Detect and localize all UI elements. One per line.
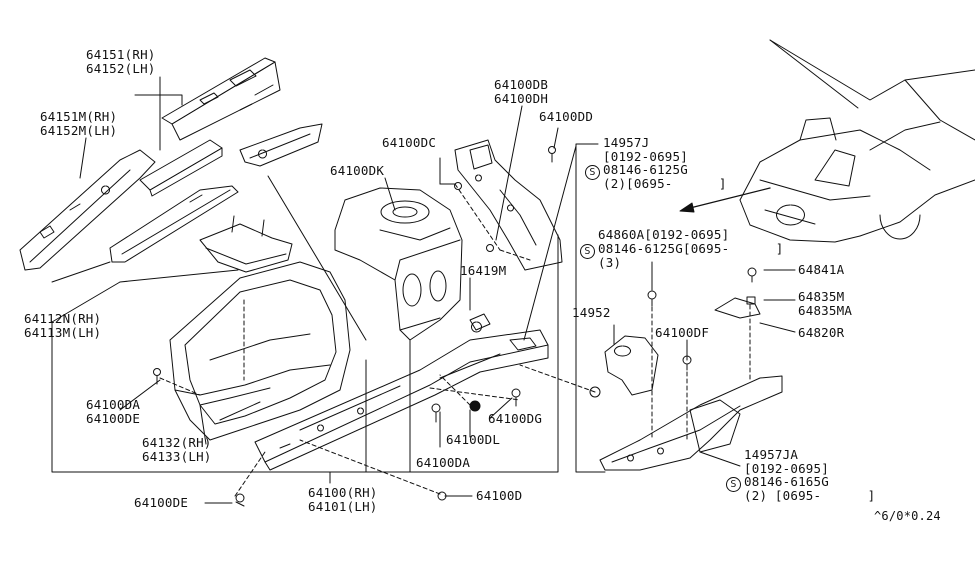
vehicle-illustration bbox=[739, 39, 975, 243]
fasteners bbox=[153, 146, 761, 507]
wheelhouse-part bbox=[169, 215, 351, 441]
strut-tower-part bbox=[334, 187, 463, 341]
label-64860a-qty: (3) bbox=[598, 255, 622, 270]
splash-shield-part bbox=[599, 335, 783, 471]
label-64100db: 64100DB bbox=[494, 77, 549, 92]
bolt-symbol-icon: S bbox=[726, 477, 741, 492]
label-64100dk: 64100DK bbox=[330, 163, 385, 178]
upper-rail-part bbox=[161, 57, 281, 141]
label-64100: 64100(RH) bbox=[308, 485, 378, 500]
label-64152: 64152(LH) bbox=[86, 61, 156, 76]
bolt-symbol-icon: S bbox=[585, 165, 600, 180]
label-64100df: 64100DF bbox=[655, 325, 710, 340]
label-64100dd: 64100DD bbox=[539, 109, 594, 124]
diagram-code: ^6/0*0.24 bbox=[874, 509, 941, 523]
label-64100dh: 64100DH bbox=[494, 91, 549, 106]
label-64835m: 64835M bbox=[798, 289, 845, 304]
label-64860a: 64860A[0192-0695] bbox=[598, 227, 730, 242]
label-14957ja: 14957JA bbox=[744, 447, 799, 462]
label-64100d: 64100D bbox=[476, 488, 523, 503]
label-64152m: 64152M(LH) bbox=[40, 123, 118, 138]
label-64113m: 64113M(LH) bbox=[24, 325, 102, 340]
label-64100dl: 64100DL bbox=[446, 432, 501, 447]
label-14957j: 14957J bbox=[603, 135, 650, 150]
label-64835ma: 64835MA bbox=[798, 303, 853, 318]
label-14957ja-range: [0192-0695] bbox=[744, 461, 829, 476]
label-64100dg: 64100DG bbox=[488, 411, 543, 426]
label-64132: 64132(RH) bbox=[142, 435, 212, 450]
label-16419m: 16419M bbox=[460, 263, 507, 278]
label-64100da-left: 64100DA bbox=[86, 397, 141, 412]
bracket-part-top bbox=[239, 123, 323, 167]
inner-panel-part bbox=[454, 139, 563, 271]
dashed-assembly-lines bbox=[159, 183, 751, 497]
label-64820r: 64820R bbox=[798, 325, 845, 340]
label-64100dc: 64100DC bbox=[382, 135, 437, 150]
label-64151m: 64151M(RH) bbox=[40, 109, 118, 124]
label-64101: 64101(LH) bbox=[308, 499, 378, 514]
rail-extension-part bbox=[139, 139, 223, 197]
bolt-symbol-icon: S bbox=[580, 244, 595, 259]
upper-rail-m-part bbox=[19, 149, 156, 271]
label-14952: 14952 bbox=[572, 305, 611, 320]
label-64112n: 64112N(RH) bbox=[24, 311, 102, 326]
label-64100de-bottom: 64100DE bbox=[134, 495, 189, 510]
label-64841a: 64841A bbox=[798, 262, 845, 277]
label-64133: 64133(LH) bbox=[142, 449, 212, 464]
label-64151: 64151(RH) bbox=[86, 47, 156, 62]
side-member-part bbox=[254, 329, 549, 471]
label-64100da-center: 64100DA bbox=[416, 455, 471, 470]
label-14957j-range: [0192-0695] bbox=[603, 149, 688, 164]
label-14957ja-qty: (2) [0695- ] bbox=[744, 488, 876, 503]
label-64100de-left: 64100DE bbox=[86, 411, 141, 426]
rail-lower-part bbox=[109, 185, 239, 263]
leader-lines bbox=[51, 76, 796, 504]
label-14957j-qty: (2)[0695- ] bbox=[603, 176, 727, 191]
